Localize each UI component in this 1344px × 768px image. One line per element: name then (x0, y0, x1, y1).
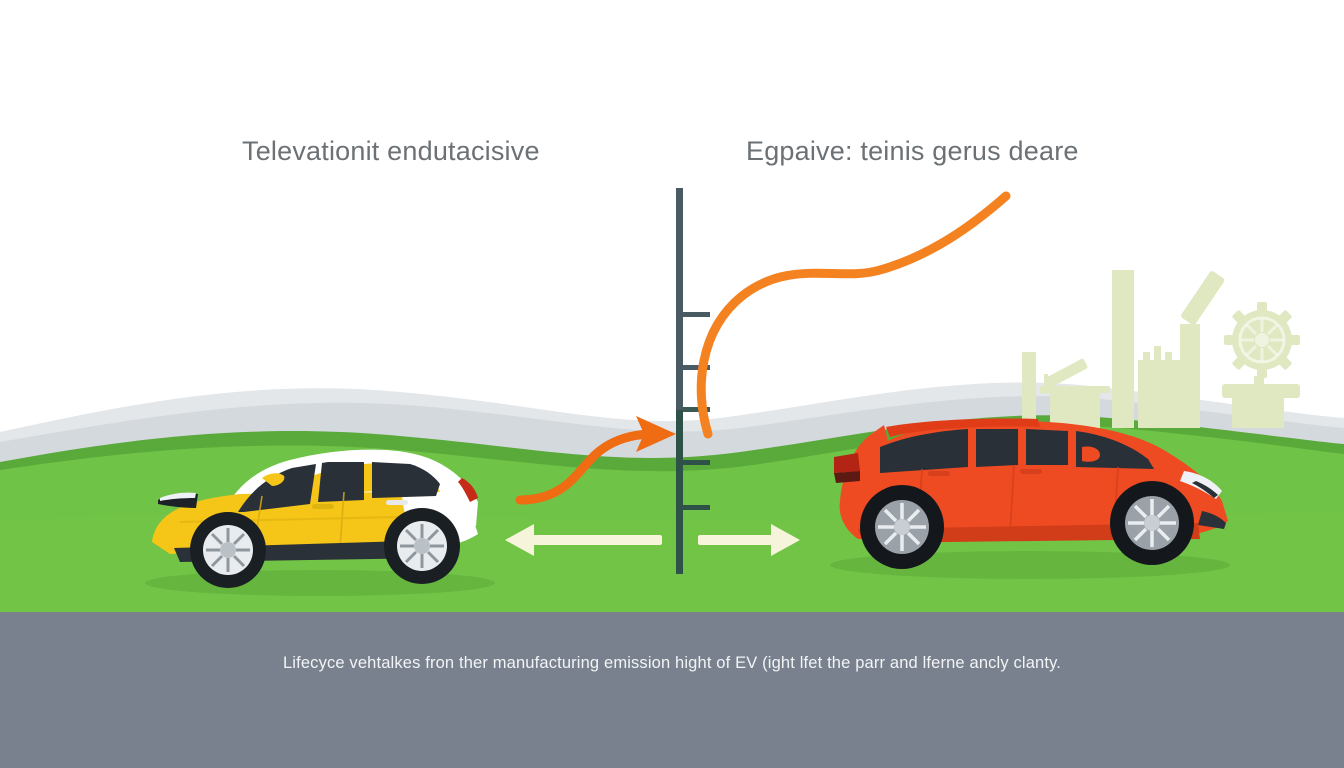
car-left-mirror (262, 473, 285, 486)
car-right-window-mid (976, 429, 1018, 467)
left-direction-arrow (505, 524, 662, 556)
gear-icon (1224, 302, 1300, 378)
heading-left: Televationit endutacisive (242, 136, 540, 166)
car-right-mirror (1082, 446, 1100, 462)
factory-chimney-small (1022, 352, 1036, 428)
factory-bent-pipe (1181, 271, 1225, 325)
transition-arrow-head (636, 416, 676, 452)
emissions-curve (696, 191, 1011, 439)
car-right-front-intake (1198, 511, 1226, 529)
factory-chimney-tall (1112, 270, 1134, 428)
axis-tick-1 (683, 312, 710, 317)
factory-gear-plinth (1232, 398, 1284, 428)
car-left-wheel-front (190, 512, 266, 588)
caption-text: Lifecyce vehtalkes fron ther manufacturi… (282, 654, 1062, 672)
factory-panel-post (1044, 374, 1048, 394)
car-right-window-front (1026, 429, 1068, 465)
car-right-headlight-inner (1192, 481, 1218, 498)
car-left-wheel-rear (384, 508, 460, 584)
chart-overlay (505, 188, 1011, 574)
right-direction-arrow (698, 524, 800, 556)
heading-right: Egpaive: teinis gerus deare (746, 136, 1079, 166)
car-right-taillight (834, 453, 860, 473)
car-right-handle-2 (1020, 469, 1042, 474)
red-hatchback-car (834, 418, 1228, 569)
axis-tick-3 (683, 407, 710, 412)
car-right-wheel-front (1110, 481, 1194, 565)
factory-tower (1180, 324, 1200, 428)
factory-shed (1050, 390, 1100, 428)
axis-tick-2 (683, 365, 710, 370)
car-left-windshield (238, 464, 316, 512)
factory-solar-panel (1044, 358, 1088, 388)
car-left-headlight-lens (160, 492, 196, 501)
factory-shed-roof (1040, 386, 1110, 393)
car-left-handle-2 (386, 500, 408, 505)
car-right-wheel-rear (860, 485, 944, 569)
transition-arrow-shaft (515, 429, 659, 505)
car-left-window-front (318, 462, 364, 502)
axis-vertical-lower (676, 410, 683, 574)
yellow-hatchback-car (152, 449, 478, 588)
car-right-window-rear (880, 429, 968, 473)
car-left-window-rear (372, 462, 440, 498)
car-left-taillight (458, 478, 478, 502)
factory-tooth-1 (1143, 352, 1150, 362)
car-right-handle-1 (928, 471, 950, 476)
factory-gear-base (1222, 384, 1300, 398)
axis-vertical-upper (676, 188, 683, 412)
factory-tooth-3 (1165, 352, 1172, 362)
factory-main-block (1138, 360, 1180, 428)
factory-silhouette (1022, 270, 1300, 428)
car-right-taillight-dark (834, 471, 860, 483)
axis-tick-5 (683, 505, 710, 510)
car-left-handle-1 (312, 504, 334, 509)
caption-bar: Lifecyce vehtalkes fron ther manufacturi… (0, 612, 1344, 768)
factory-tooth-2 (1154, 346, 1161, 362)
axis-tick-4 (683, 460, 710, 465)
car-right-roofline (886, 418, 1040, 437)
